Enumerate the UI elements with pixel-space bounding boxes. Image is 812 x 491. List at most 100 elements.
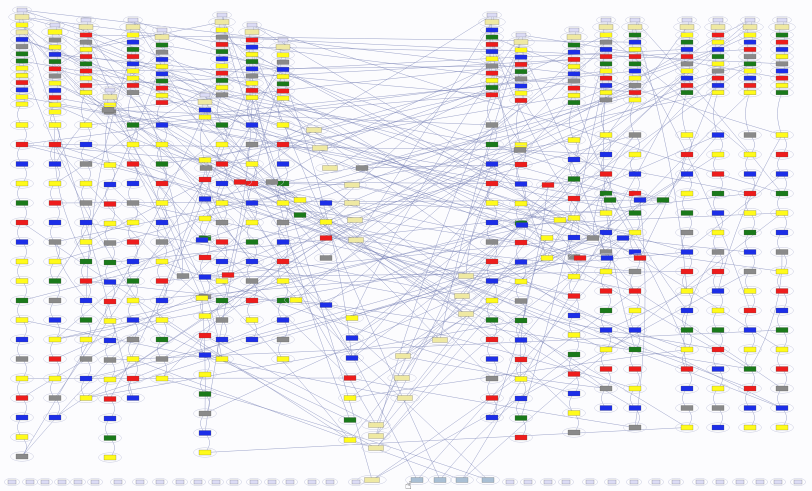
chain-node[interactable] [121,256,145,267]
chain-node[interactable] [594,130,618,140]
stack-node[interactable] [271,64,295,74]
chain-node[interactable] [738,188,762,199]
chain-node[interactable] [706,208,730,218]
stack-node[interactable] [594,59,618,69]
chain-node[interactable] [738,149,762,160]
terminal-node[interactable] [22,477,38,487]
stack-node[interactable] [509,88,533,98]
chain-node[interactable] [98,277,122,287]
chain-node[interactable] [150,354,174,364]
graph-node[interactable] [361,431,391,441]
graph-node[interactable] [535,233,559,243]
stack-node[interactable] [738,44,762,54]
stack-node[interactable] [150,76,174,86]
chain-node[interactable] [706,227,730,238]
stack-node[interactable] [271,57,295,67]
stack-node[interactable] [706,80,730,90]
chain-node[interactable] [98,335,122,346]
graph-node[interactable] [190,293,214,303]
graph-node[interactable] [388,351,418,361]
stack-node[interactable] [738,66,762,76]
stack-node[interactable] [210,54,234,64]
chain-node[interactable] [121,217,145,228]
chain-node[interactable] [623,305,647,316]
chain-node[interactable] [738,227,762,238]
stack-node[interactable] [193,105,217,115]
chain-node[interactable] [210,178,234,189]
stack-node[interactable] [210,61,234,71]
stack-node[interactable] [594,73,618,83]
chain-node[interactable] [675,247,699,257]
chain-node[interactable] [121,178,145,189]
stack-node[interactable] [509,59,533,69]
stack-node[interactable] [43,100,67,110]
chain-node[interactable] [706,344,730,355]
chain-node[interactable] [480,295,504,306]
chain-node[interactable] [74,276,98,286]
terminal-node[interactable] [626,477,642,487]
stack-node[interactable] [43,107,67,117]
chain-node[interactable] [240,295,264,306]
chain-node[interactable] [193,155,217,165]
chain-node[interactable] [98,374,122,385]
terminal-node[interactable] [264,477,280,487]
chain-node[interactable] [98,218,122,229]
stack-node[interactable] [675,73,699,83]
stack-node[interactable] [675,80,699,90]
stack-node[interactable] [706,88,730,98]
chain-node[interactable] [562,427,586,438]
chain-node[interactable] [193,330,217,341]
stack-node[interactable] [480,54,504,64]
chain-node[interactable] [121,237,145,247]
terminal-node[interactable] [604,477,620,487]
chain-node[interactable] [240,198,264,208]
chain-node[interactable] [271,120,295,130]
graph-node[interactable] [581,233,605,243]
stack-node[interactable] [10,49,34,59]
chain-node[interactable] [74,159,98,169]
chain-node[interactable] [770,188,794,199]
chain-node[interactable] [210,295,234,306]
stack-node[interactable] [43,64,67,74]
chain-node[interactable] [706,188,730,199]
stack-node[interactable] [509,74,533,84]
chain-node[interactable] [509,198,533,209]
chain-node[interactable] [706,169,730,179]
stack-node[interactable] [150,47,174,57]
chain-node[interactable] [480,393,504,403]
graph-node[interactable] [260,177,284,187]
stack-node[interactable] [271,50,295,60]
chain-node[interactable] [480,120,504,130]
column-head-node[interactable] [560,32,588,42]
chain-node[interactable] [271,354,295,364]
stack-node[interactable] [594,80,618,90]
stack-node[interactable] [675,30,699,40]
chain-node[interactable] [193,389,217,399]
chain-node[interactable] [594,364,618,374]
chain-node[interactable] [770,403,794,413]
stack-node[interactable] [562,76,586,86]
stack-node[interactable] [240,64,264,74]
chain-node[interactable] [562,154,586,165]
stack-node[interactable] [271,72,295,82]
graph-node[interactable] [568,253,592,263]
terminal-node[interactable] [732,477,748,487]
chain-node[interactable] [562,388,586,399]
chain-node[interactable] [150,256,174,267]
chain-node[interactable] [480,373,504,384]
stack-node[interactable] [121,88,145,98]
terminal-node[interactable] [790,477,806,487]
graph-node[interactable] [284,295,308,305]
stack-node[interactable] [480,47,504,57]
stack-node[interactable] [10,78,34,88]
chain-node[interactable] [562,369,586,379]
chain-node[interactable] [509,335,533,345]
chain-node[interactable] [623,227,647,238]
chain-node[interactable] [706,422,730,433]
stack-node[interactable] [210,47,234,57]
chain-node[interactable] [770,344,794,355]
chain-node[interactable] [10,178,34,189]
chain-node[interactable] [562,291,586,301]
chain-node[interactable] [193,272,217,282]
chain-node[interactable] [121,295,145,306]
